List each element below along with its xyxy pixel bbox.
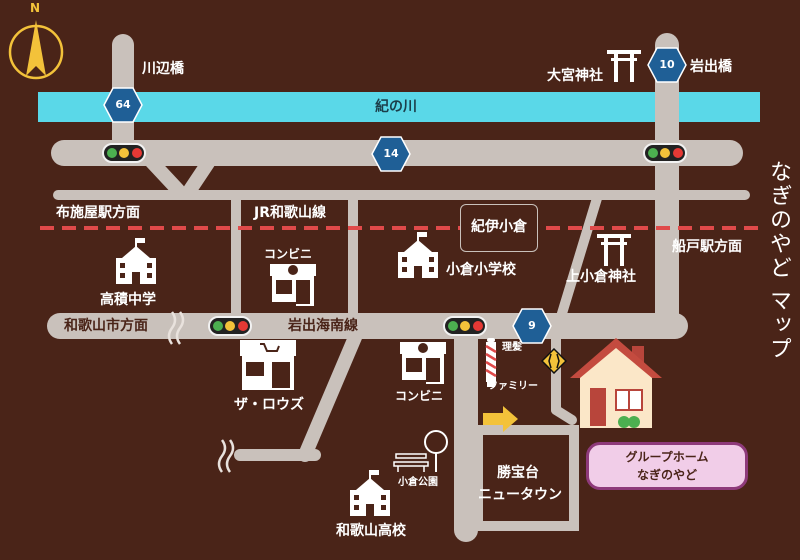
school-icon (350, 470, 390, 516)
label-barber-name: ファミリー (488, 381, 538, 392)
route-sign-9: 9 (512, 308, 552, 344)
label-ogura-park: 小倉公園 (398, 477, 438, 488)
label-omiya-shrine: 大宮神社 (547, 68, 603, 84)
road-home-turn (551, 405, 577, 425)
river (38, 92, 760, 122)
convenience-store-icon (270, 264, 316, 306)
school-icon (116, 238, 156, 284)
road-diag-b (183, 156, 215, 197)
label-fuseya-direction: 布施屋駅方面 (56, 205, 140, 221)
route-sign-64: 64 (103, 87, 143, 123)
convenience-store-icon (400, 342, 446, 384)
destination-box (586, 442, 748, 490)
label-kawabe-bridge: 川辺橋 (142, 61, 184, 77)
station-box (460, 204, 538, 252)
label-shohodai-2: ニュータウン (478, 487, 562, 503)
compass-icon (8, 20, 64, 80)
label-funato-direction: 船戸駅方面 (672, 239, 742, 255)
label-wakayama-direction: 和歌山市方面 (64, 318, 148, 334)
label-the-lows: ザ・ロウズ (234, 397, 304, 413)
road-v-kamiogura (555, 190, 603, 325)
route-sign-10: 10 (647, 47, 687, 83)
direction-arrow-icon (483, 406, 518, 432)
road-narrows-sign-icon (541, 348, 567, 374)
label-jr-line: JR和歌山線 (254, 205, 326, 221)
route-sign-14: 14 (371, 136, 411, 172)
destination-line1: グループホーム (625, 450, 709, 464)
label-shohodai-1: 勝宝台 (497, 465, 539, 481)
shrine-torii-icon (607, 50, 641, 82)
route-sign-10-label: 10 (659, 58, 675, 71)
label-wakayama-hs: 和歌山高校 (336, 523, 406, 539)
river-label: 紀の川 (375, 99, 417, 115)
label-iwade-bridge: 岩出橋 (690, 59, 732, 75)
map-title: なぎのやど マップ (766, 160, 791, 361)
wave-marks (167, 311, 235, 473)
traffic-signal-icon (643, 143, 687, 163)
route-sign-14-label: 14 (383, 147, 399, 160)
road-diag-south (298, 328, 363, 462)
supermarket-icon (240, 340, 296, 390)
traffic-signal-icon (102, 143, 146, 163)
traffic-signal-icon (443, 316, 487, 336)
label-kamiogura-shrine: 上小倉神社 (566, 269, 636, 285)
label-takazumi-jhs: 高積中学 (100, 292, 156, 308)
route-sign-64-label: 64 (115, 98, 131, 111)
traffic-signal-icon (208, 316, 252, 336)
park-bench-icon (393, 430, 448, 472)
compass-label: N (30, 1, 41, 15)
label-barber: 理髪 (502, 342, 522, 353)
label-kii-ogura: 紀伊小倉 (471, 219, 527, 235)
label-convenience-2: コンビニ (395, 389, 444, 403)
barber-pole-icon (485, 338, 497, 387)
route-sign-9-label: 9 (528, 319, 536, 332)
group-home-house-icon (570, 338, 662, 428)
road-diag-a (143, 153, 185, 197)
shrine-torii-icon (597, 234, 631, 266)
destination-line2: なぎのやど (636, 468, 697, 482)
label-convenience-1: コンビニ (264, 247, 313, 261)
label-iwade-kainan-line: 岩出海南線 (288, 318, 358, 334)
newtown-block (473, 425, 579, 531)
school-icon (398, 232, 438, 278)
label-ogura-elementary: 小倉小学校 (446, 262, 516, 278)
